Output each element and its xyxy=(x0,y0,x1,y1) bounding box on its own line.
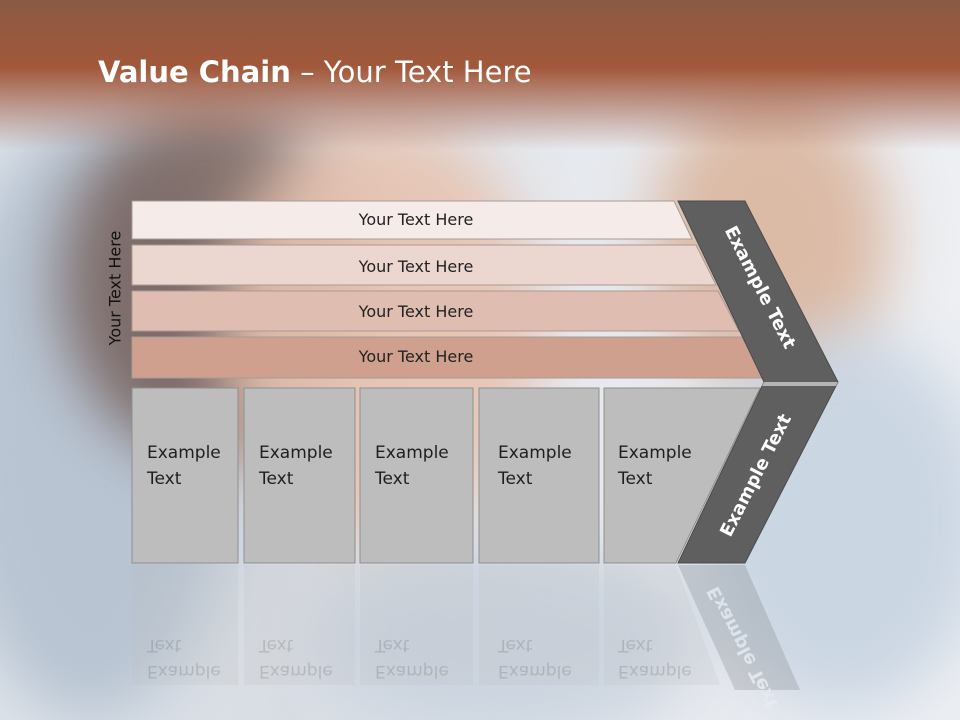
box-5-label: Example Text xyxy=(618,443,692,489)
chevron-divider xyxy=(762,382,838,386)
boxes-reflection xyxy=(132,565,720,685)
box-2-label: Example Text xyxy=(259,443,333,489)
bg-blob-bottom xyxy=(320,540,700,720)
box-5-label-reflection: Example Text xyxy=(618,635,692,681)
box-2 xyxy=(243,387,356,564)
box-5 xyxy=(603,387,761,564)
box-1-label: Example Text xyxy=(147,443,221,489)
bar-3 xyxy=(131,290,740,332)
box-3-label: Example Text xyxy=(375,443,449,489)
bar-3-label: Your Text Here xyxy=(358,302,474,321)
box-2-label-reflection: Example Text xyxy=(259,635,333,681)
box-1-label-reflection: Example Text xyxy=(147,635,221,681)
box-1 xyxy=(131,387,239,564)
box-4-label-reflection: Example Text xyxy=(498,635,572,681)
box-3-label-reflection: Example Text xyxy=(375,635,449,681)
bar-2 xyxy=(131,244,717,286)
slide-title: Value Chain – Your Text Here xyxy=(98,55,532,89)
box-4-label: Example Text xyxy=(498,443,572,489)
bar-1 xyxy=(131,200,693,240)
title-banner xyxy=(0,0,960,150)
box-4 xyxy=(478,387,600,564)
bar-2-label: Your Text Here xyxy=(358,257,474,276)
bar-4-label: Your Text Here xyxy=(358,347,474,366)
bar-1-label: Your Text Here xyxy=(358,210,474,229)
box-3 xyxy=(359,387,474,564)
